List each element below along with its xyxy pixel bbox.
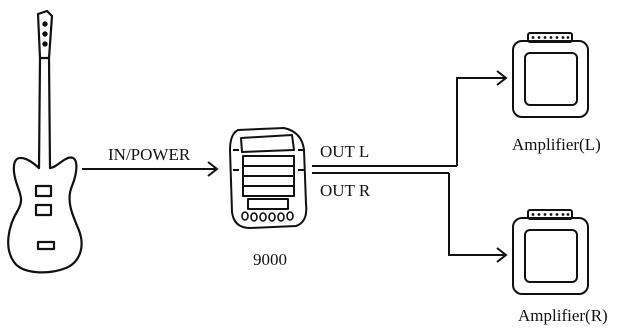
amplifier-right-label: Amplifier(R): [518, 306, 608, 325]
amplifier-right-icon: [512, 209, 589, 295]
amplifier-left-label: Amplifier(L): [512, 135, 601, 154]
out-l-branch: [456, 77, 505, 166]
guitar-icon: [7, 9, 83, 274]
out-l-label: OUT L: [320, 142, 369, 161]
in-power-connection: [82, 161, 219, 177]
processor-icon: [229, 127, 308, 229]
processor-label: 9000: [253, 250, 287, 269]
out-r-branch: [448, 173, 505, 256]
in-power-label: IN/POWER: [108, 145, 191, 164]
amplifier-left-icon: [512, 32, 589, 118]
output-connections: [312, 70, 508, 263]
out-r-label: OUT R: [320, 181, 371, 200]
